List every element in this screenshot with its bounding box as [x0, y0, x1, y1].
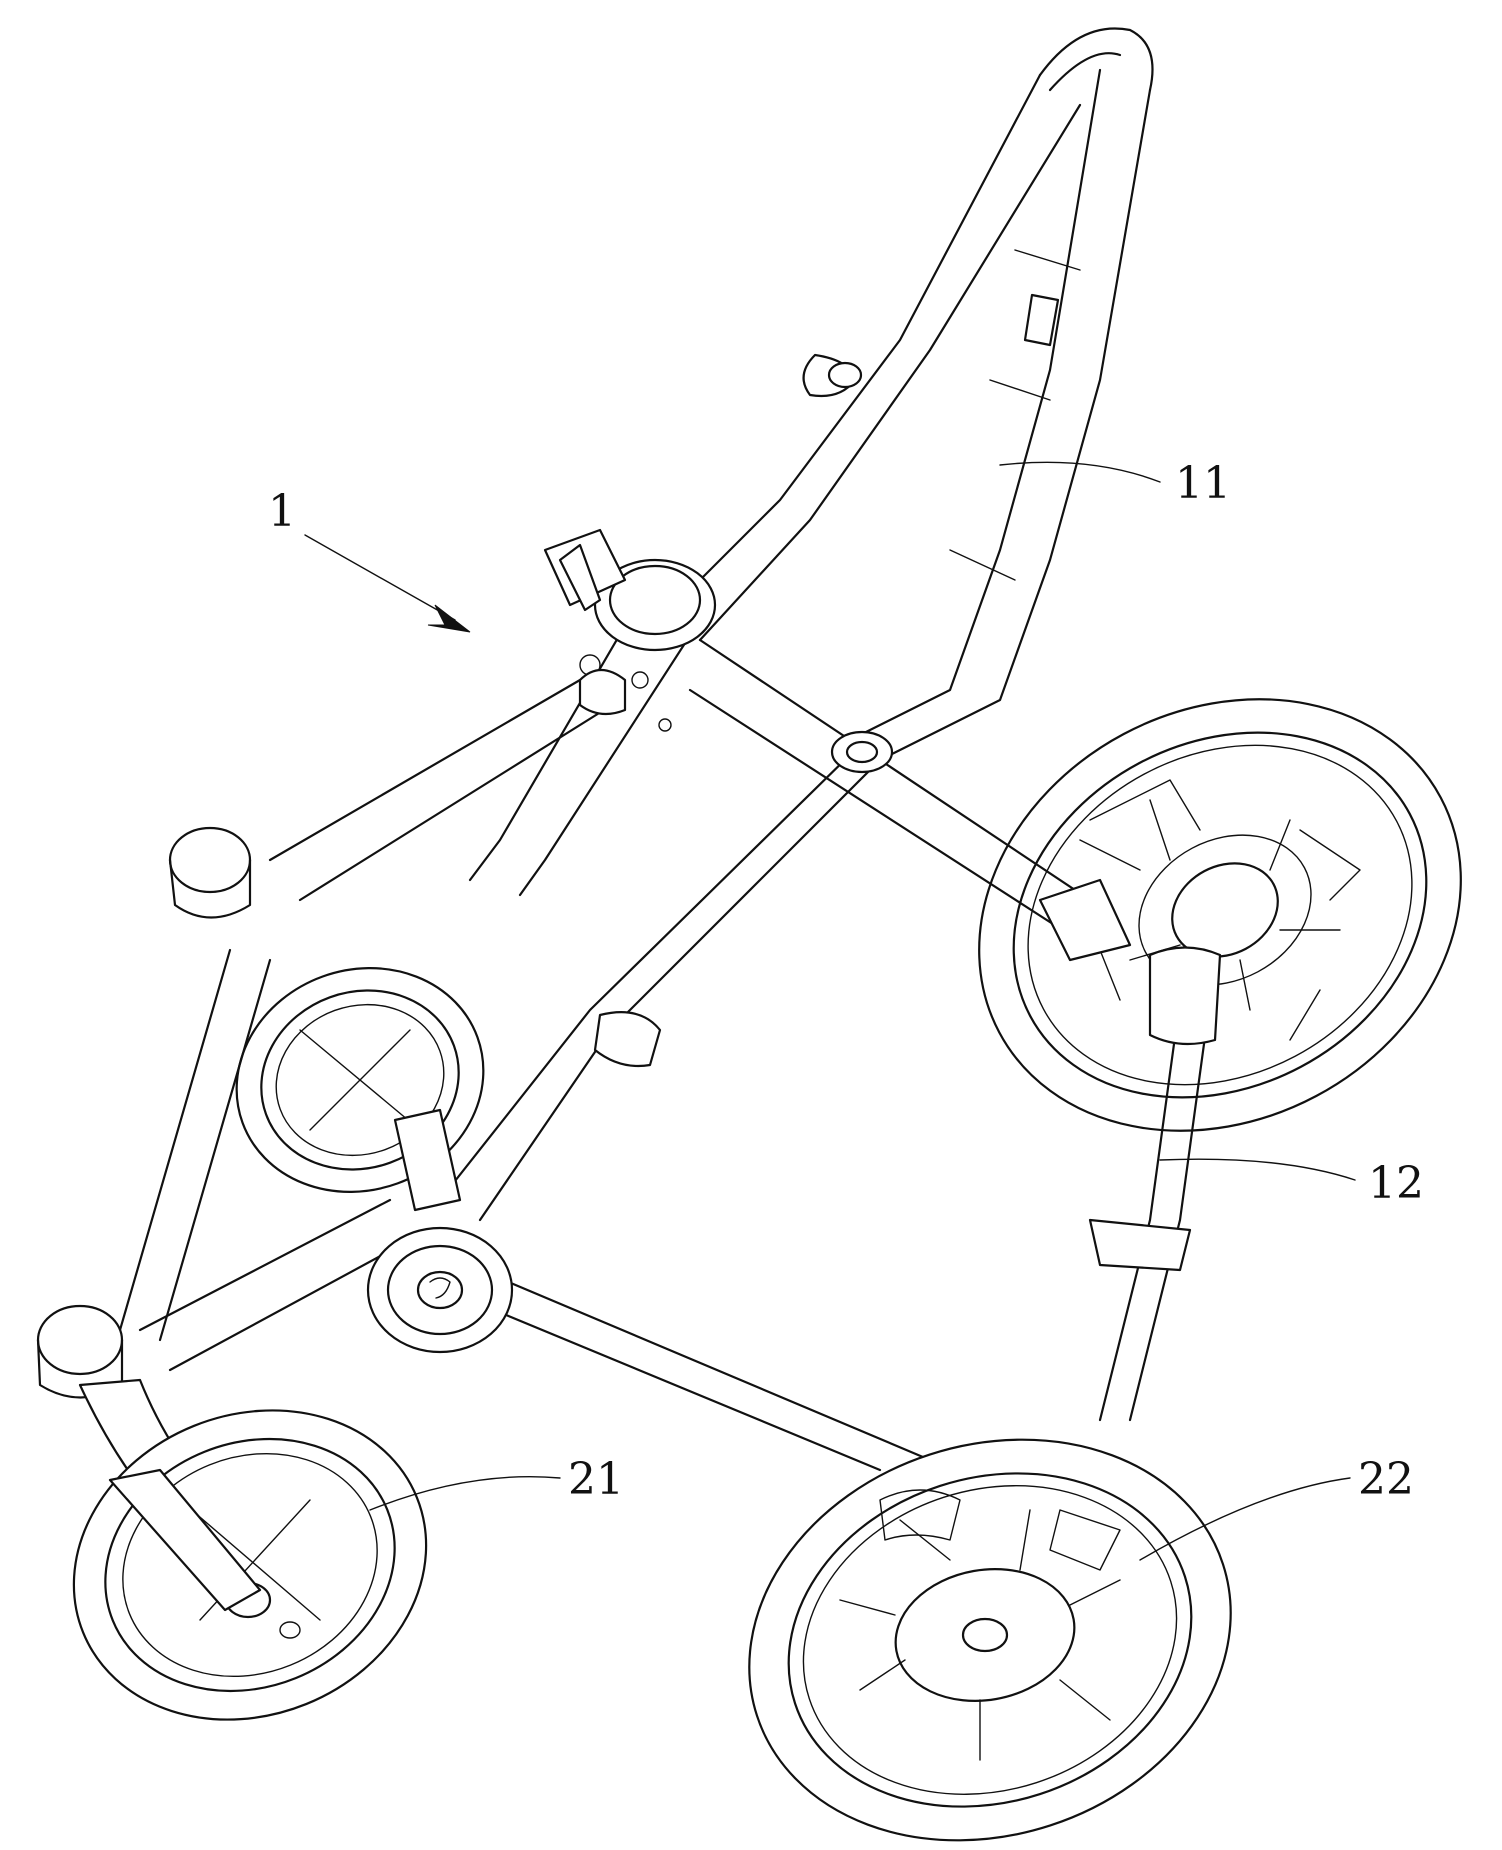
rear-left-wheel — [235, 967, 485, 1193]
leader-lines — [304, 461, 1356, 1561]
frame-tubes — [118, 27, 1222, 1472]
rear-right-large-wheel — [748, 1438, 1232, 1842]
assembly-reference-label: 1 — [268, 486, 296, 537]
knee-hub — [830, 730, 894, 774]
central-hinge-hub — [543, 528, 717, 732]
front-lower-hub — [366, 1011, 662, 1354]
rear-right-wheel — [978, 698, 1462, 1132]
rear-wheel-reference-label: 22 — [1358, 1454, 1414, 1505]
corner-joints — [36, 826, 252, 1502]
lower-frame-reference-label: 12 — [1368, 1158, 1424, 1209]
front-wheel-reference-label: 21 — [568, 1454, 624, 1505]
upper-frame-reference-label: 11 — [1175, 458, 1231, 509]
front-wheel — [72, 1409, 428, 1721]
